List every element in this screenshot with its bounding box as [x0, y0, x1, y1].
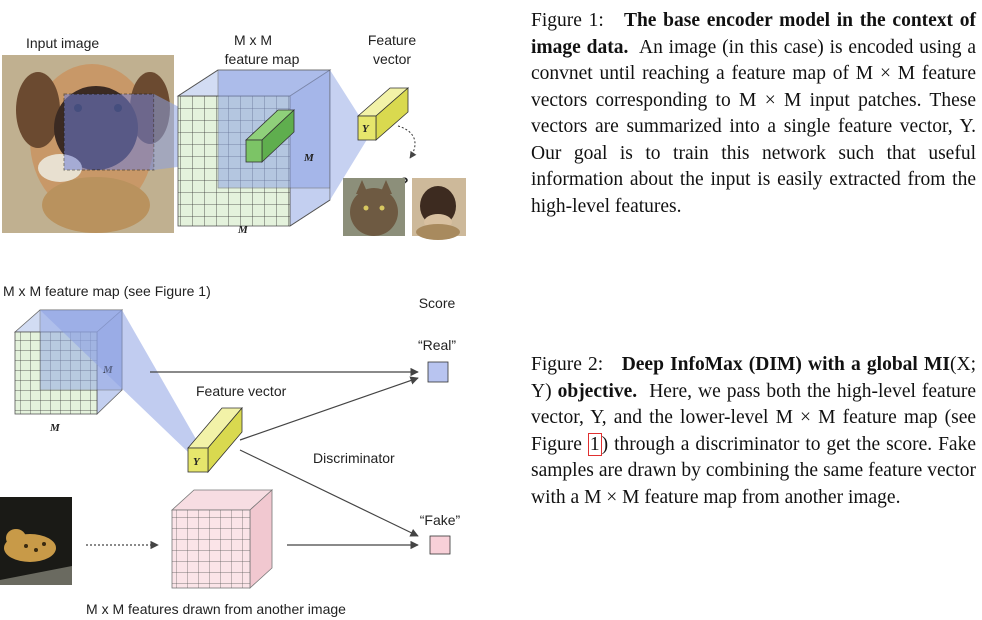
score-label: Score	[419, 295, 456, 311]
cat-thumbnail	[343, 178, 405, 236]
fig1-dotted-arrow	[397, 125, 417, 159]
figure2-caption-title-part1: Deep InfoMax (DIM) with a global	[621, 354, 918, 375]
figure-canvas: Input image M x M feature map M M	[0, 32, 466, 617]
fig2-m-bottom: M	[49, 422, 61, 434]
figure2-caption-prefix: Figure 2:	[531, 354, 604, 375]
figure1-caption-title: The base encoder model in the context of…	[531, 10, 977, 58]
figure2-caption-body-part2: ) through a discriminator to get the sco…	[531, 433, 976, 508]
fake-feature-map-cube	[170, 489, 274, 589]
figure1-caption-prefix: Figure 1:	[531, 10, 604, 31]
fig2-feature-map-title: M x M feature map (see Figure 1)	[3, 283, 211, 299]
feature-vector-label-line2: vector	[373, 51, 411, 67]
figure1-caption: Figure 1: The base encoder model in the …	[531, 8, 976, 220]
figure1-caption-body: An image (in this case) is encoded using…	[531, 36, 976, 217]
feature-map-label-line1: M x M	[234, 32, 272, 48]
fake-label: “Fake”	[420, 512, 461, 528]
fig1-feature-vector	[356, 87, 410, 141]
feature-map-label-line2: feature map	[225, 51, 300, 67]
other-image-label: M x M features drawn from another image	[86, 601, 346, 617]
fake-arrow-vector	[239, 449, 419, 537]
figure2-caption-title-part2: objective.	[557, 380, 638, 402]
discriminator-label: Discriminator	[313, 450, 395, 466]
figure2-caption-title-args: (X; Y)	[531, 354, 976, 402]
fig1-y-label: Y	[362, 123, 370, 135]
fig1-m-side: M	[303, 152, 315, 164]
figure2-caption: Figure 2: Deep InfoMax (DIM) with a glob…	[531, 352, 976, 511]
dog-thumbnail	[412, 178, 466, 240]
figure2-caption-title-mi: MI	[924, 354, 950, 375]
figure2-caption-body-part1: Here, we pass both the high-level featur…	[531, 380, 977, 455]
fig2-projection	[40, 310, 200, 452]
real-label: “Real”	[418, 337, 456, 353]
fig2-feature-vector-label: Feature vector	[196, 383, 287, 399]
fig1-m-bottom: M	[237, 224, 249, 236]
cube-to-vector-projection	[330, 70, 374, 200]
fig2-feature-vector	[187, 406, 243, 474]
fake-score-box	[429, 535, 451, 555]
feature-vector-label-line1: Feature	[368, 32, 416, 48]
fig2-y-label: Y	[193, 456, 201, 468]
input-image-label: Input image	[26, 35, 99, 51]
real-arrow-vector	[239, 376, 419, 441]
figure-ref-link[interactable]: 1	[587, 432, 602, 456]
real-score-box	[427, 361, 449, 383]
input-patch-overlay	[63, 93, 155, 171]
green-feature-column	[244, 109, 296, 163]
leopard-image	[0, 497, 72, 585]
